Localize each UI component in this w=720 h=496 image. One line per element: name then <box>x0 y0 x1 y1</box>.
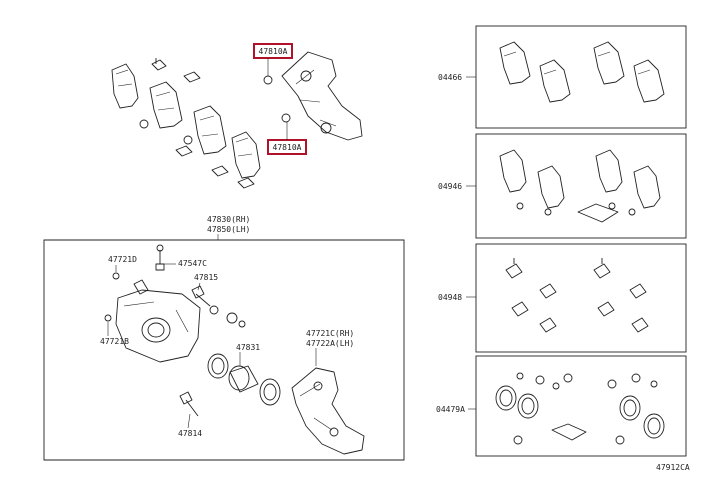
svg-text:47721C(RH): 47721C(RH) <box>306 329 354 338</box>
pad-exploded-view <box>111 58 261 189</box>
svg-text:47721B: 47721B <box>100 337 129 346</box>
caliper-callouts: 47721D 47547C 47815 47721B 47831 47721C(… <box>100 255 354 438</box>
svg-text:47721D: 47721D <box>108 255 137 264</box>
svg-text:47831: 47831 <box>236 343 260 352</box>
label-caliper-rh: 47830(RH) <box>207 215 250 224</box>
highlight-label-upper[interactable]: 47810A <box>253 43 293 76</box>
kit-box-cylinder: 04479A <box>436 355 687 457</box>
svg-text:47722A(LH): 47722A(LH) <box>306 339 354 348</box>
highlight-label-lower[interactable]: 47810A <box>267 122 307 155</box>
svg-text:04466: 04466 <box>438 73 462 82</box>
kit-box-shims: 04946 <box>438 133 687 239</box>
svg-text:04479A: 04479A <box>436 405 465 414</box>
caliper-assembly <box>104 244 365 455</box>
kit-box-pads: 04466 <box>438 25 687 129</box>
svg-text:47810A: 47810A <box>259 47 288 56</box>
svg-text:04946: 04946 <box>438 182 462 191</box>
svg-text:04948: 04948 <box>438 293 462 302</box>
svg-text:47814: 47814 <box>178 429 202 438</box>
diagram-code: 47912CA <box>656 463 690 472</box>
svg-text:47810A: 47810A <box>273 143 302 152</box>
kit-box-fittings: 04948 <box>438 243 687 353</box>
caliper-frame <box>43 239 405 461</box>
caliper-mounting-bracket <box>263 51 363 141</box>
svg-text:47815: 47815 <box>194 273 218 282</box>
label-caliper-lh: 47850(LH) <box>207 225 250 234</box>
svg-text:47547C: 47547C <box>178 259 207 268</box>
